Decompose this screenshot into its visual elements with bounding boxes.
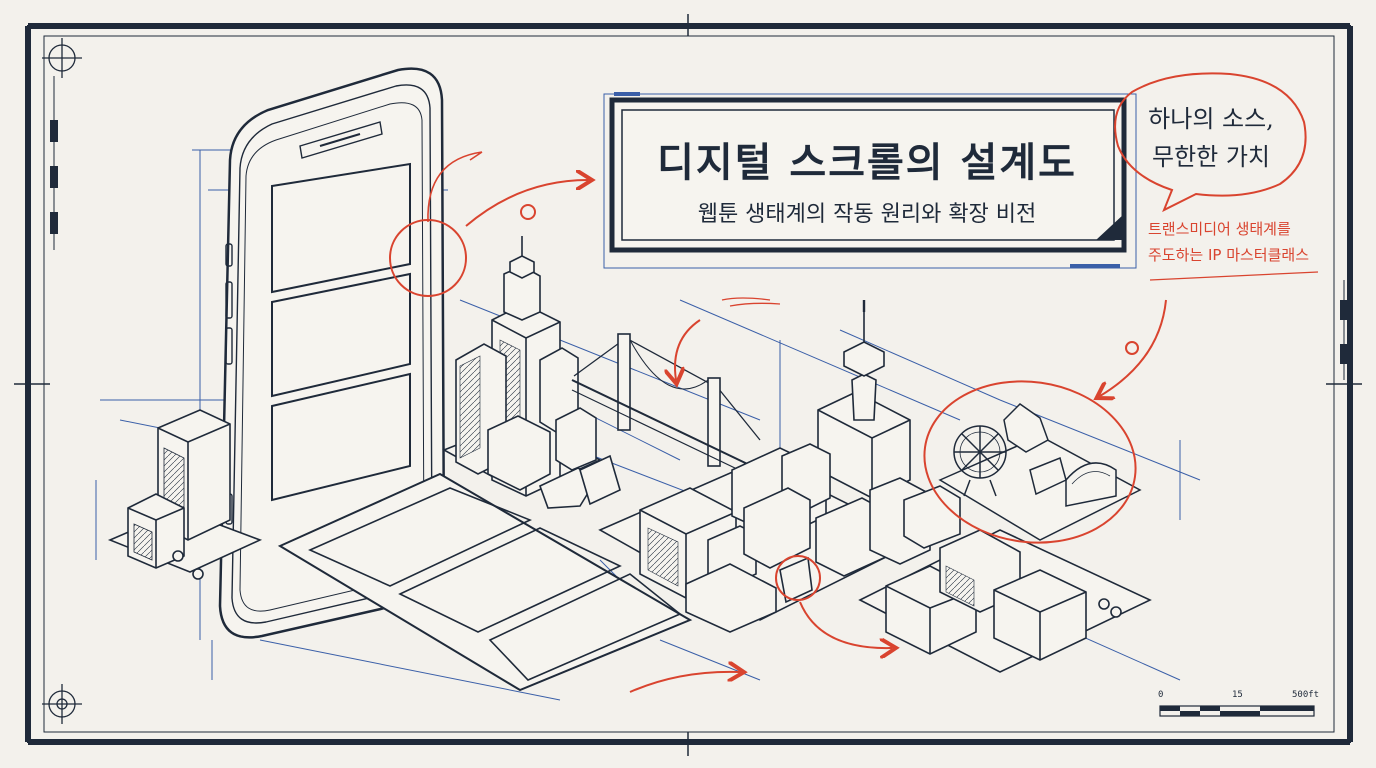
speech-bubble-text: 하나의 소스, 무한한 가치 <box>1126 100 1296 176</box>
crosshair-icon <box>42 684 82 724</box>
blueprint-frame <box>14 14 1362 756</box>
speech-bubble-line-1: 하나의 소스, <box>1148 105 1274 133</box>
scale-bar <box>1159 705 1315 717</box>
red-note-line-1: 트랜스미디어 생태계를 <box>1148 220 1291 238</box>
speech-bubble <box>1114 72 1307 213</box>
downtown-buildings <box>442 236 761 509</box>
speech-bubble-line-2: 무한한 가치 <box>1151 143 1271 171</box>
page-title: 디지털 스크롤의 설계도 <box>657 140 1077 186</box>
page-subtitle: 웹툰 생태계의 작동 원리와 확장 비전 <box>697 202 1037 227</box>
red-note-line-2: 주도하는 IP 마스터클래스 <box>1148 246 1310 264</box>
crosshair-icon <box>42 38 82 78</box>
ferris-wheel-icon <box>938 403 1142 541</box>
title-box: 디지털 스크롤의 설계도 웹툰 생태계의 작동 원리와 확장 비전 <box>612 100 1122 248</box>
scroll-panels <box>277 472 693 692</box>
left-buildings <box>107 409 263 580</box>
scale-tick-end: 500ft <box>1292 690 1320 700</box>
right-blocks <box>858 529 1152 673</box>
red-annotations <box>389 151 1319 693</box>
title-frame <box>603 92 1137 269</box>
smartphone-icon <box>218 67 446 639</box>
tower-icon <box>817 300 911 499</box>
city-blocks <box>598 443 961 633</box>
red-note: 트랜스미디어 생태계를 주도하는 IP 마스터클래스 <box>1148 216 1328 268</box>
scale-tick-start: 0 <box>1158 690 1164 700</box>
scale-tick-mid: 15 <box>1232 690 1243 700</box>
